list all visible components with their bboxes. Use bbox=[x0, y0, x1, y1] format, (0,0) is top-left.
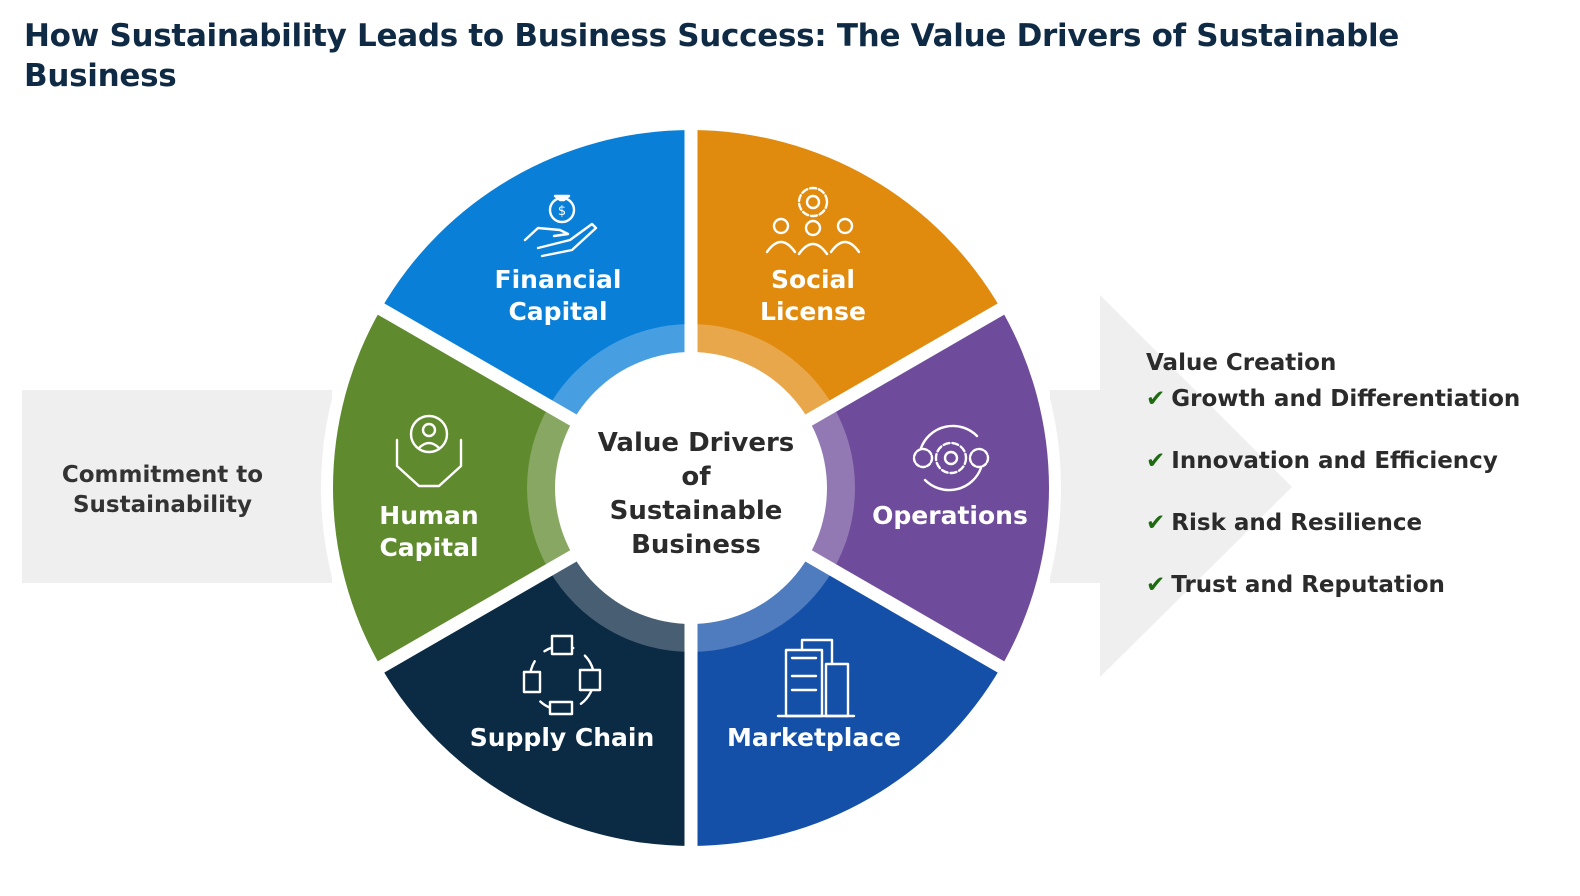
list-item: ✔Risk and Resilience bbox=[1146, 510, 1520, 572]
center-circle bbox=[555, 352, 827, 624]
segment-inner-band bbox=[691, 556, 834, 652]
check-icon: ✔ bbox=[1146, 386, 1166, 412]
value-creation-list: Value Creation ✔Growth and Differentiati… bbox=[1146, 350, 1520, 634]
list-item-label: Trust and Reputation bbox=[1171, 572, 1445, 598]
list-item: ✔Growth and Differentiation bbox=[1146, 386, 1520, 448]
segment-operations bbox=[691, 309, 1049, 667]
segment-label-human-capital: Human Capital bbox=[379, 501, 479, 562]
value-creation-heading: Value Creation bbox=[1146, 350, 1337, 376]
list-item: ✔Innovation and Efficiency bbox=[1146, 448, 1520, 510]
segment-inner-band bbox=[548, 556, 691, 652]
list-item-label: Innovation and Efficiency bbox=[1171, 448, 1498, 474]
segment-label-operations: Operations bbox=[872, 501, 1028, 530]
page-title: How Sustainability Leads to Business Suc… bbox=[24, 18, 1400, 94]
list-item: ✔Trust and Reputation bbox=[1146, 572, 1520, 634]
people-gear-icon bbox=[765, 186, 861, 256]
person-hands-icon bbox=[395, 414, 463, 488]
segment-inner-band bbox=[691, 324, 834, 420]
segment-label-supply-chain: Supply Chain bbox=[469, 723, 655, 752]
segment-human-capital bbox=[332, 309, 691, 667]
list-item-label: Growth and Differentiation bbox=[1171, 386, 1521, 412]
segment-inner-band bbox=[808, 406, 855, 570]
segment-label-financial-capital: Financial Capital bbox=[494, 265, 622, 326]
list-item-label: Risk and Resilience bbox=[1171, 510, 1423, 536]
segment-inner-band bbox=[527, 406, 574, 570]
right-arrow bbox=[1050, 295, 1292, 677]
supply-cycle-icon bbox=[522, 634, 602, 716]
commitment-label: Commitment to Sustainability bbox=[61, 462, 264, 518]
money-bag-hand-icon: $ bbox=[523, 194, 598, 258]
svg-text:$: $ bbox=[558, 204, 566, 219]
gears-cycle-icon bbox=[912, 424, 990, 492]
left-arrow bbox=[22, 390, 332, 583]
segment-label-marketplace: Marketplace bbox=[726, 723, 902, 752]
check-icon: ✔ bbox=[1146, 448, 1166, 474]
segment-inner-band bbox=[548, 324, 691, 420]
check-icon: ✔ bbox=[1146, 510, 1166, 536]
center-label: Value Drivers of Sustainable Business bbox=[597, 428, 795, 560]
segment-label-social-license: Social License bbox=[760, 265, 866, 326]
buildings-icon bbox=[776, 638, 856, 718]
check-icon: ✔ bbox=[1146, 572, 1166, 598]
